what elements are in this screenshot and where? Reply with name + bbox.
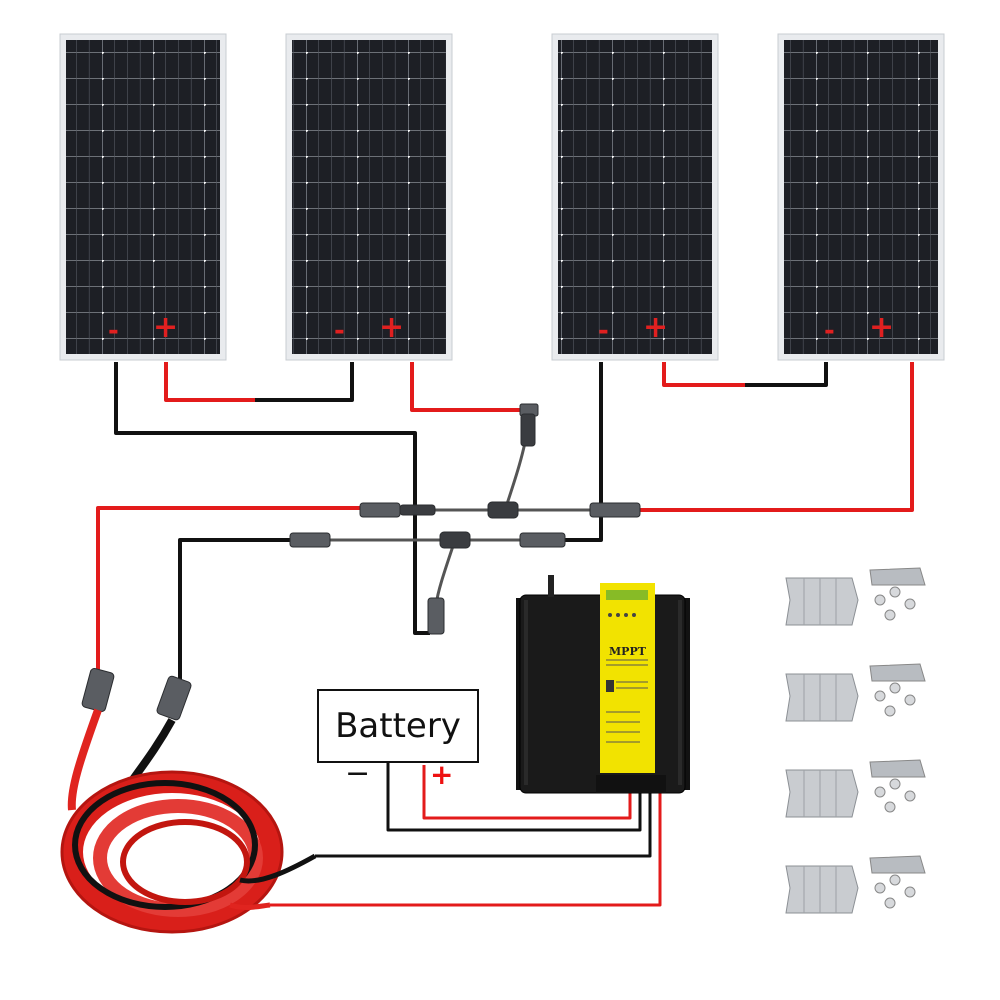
battery-label: Battery — [335, 706, 461, 746]
battery-positive-label: + — [430, 758, 454, 791]
bracket-set-3 — [785, 759, 926, 818]
wire-array-pos — [96, 506, 360, 670]
panel-3-negative-label: - — [598, 316, 609, 346]
wire-p3-pos — [662, 362, 745, 387]
wire-p1-neg — [114, 362, 430, 635]
wire-p1-pos — [164, 362, 255, 402]
wire-array-neg — [178, 538, 295, 680]
bracket-set-1 — [785, 567, 926, 626]
panel-1-positive-label: + — [153, 310, 179, 345]
wire-ctrl-pos — [270, 790, 662, 907]
wire-p2-neg — [255, 362, 354, 402]
wire-battery-pos — [422, 765, 632, 820]
panel-1-negative-label: - — [108, 316, 119, 346]
mppt-controller — [516, 575, 690, 794]
battery-negative-label: − — [345, 756, 371, 791]
wire-p4-pos — [640, 362, 914, 512]
extension-cable-coil — [60, 708, 317, 934]
wire-p2-pos — [410, 362, 522, 412]
bracket-set-2 — [785, 663, 926, 722]
solar-panel-2 — [285, 33, 453, 361]
wiring — [96, 362, 914, 907]
wire-p4-neg — [745, 362, 828, 387]
mounting-brackets — [785, 567, 926, 914]
panel-4-negative-label: - — [824, 316, 835, 346]
panel-2-positive-label: + — [379, 310, 405, 345]
panel-2-negative-label: - — [334, 316, 345, 346]
wire-ctrl-neg — [315, 790, 652, 858]
mppt-controller-label: MPPT — [609, 645, 646, 658]
solar-panel-3 — [551, 33, 719, 361]
battery-box — [317, 689, 479, 763]
panel-4-positive-label: + — [869, 310, 895, 345]
solar-panel-1 — [59, 33, 227, 361]
wire-battery-neg — [386, 762, 642, 832]
mc4-connectors — [81, 403, 641, 721]
bracket-set-4 — [785, 855, 926, 914]
solar-panel-4 — [777, 33, 945, 361]
panel-3-positive-label: + — [643, 310, 669, 345]
